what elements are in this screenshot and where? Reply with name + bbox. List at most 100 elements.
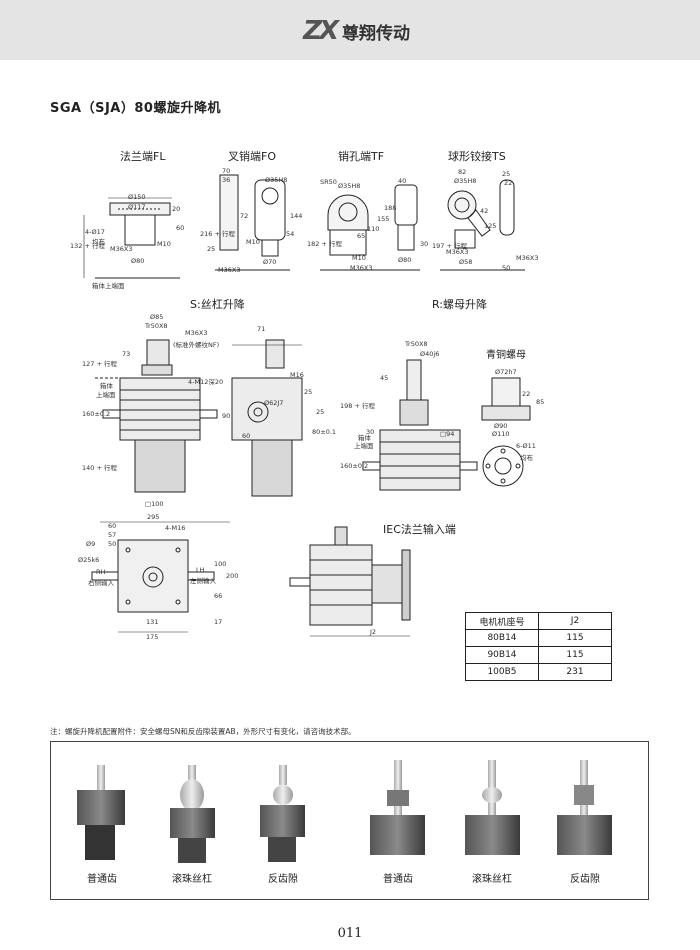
- dim-label: 50: [108, 540, 117, 548]
- dim-label: 100: [214, 560, 227, 568]
- dim-label: M10: [157, 240, 171, 248]
- drawing-ball-joint: [440, 179, 525, 271]
- dim-label: 70: [222, 167, 231, 175]
- dim-label: (标准外螺纹NF): [173, 341, 220, 349]
- dim-label: Ø62J7: [264, 399, 284, 407]
- label-fork-end: 叉销端FO: [228, 150, 276, 163]
- dim-label: LH: [196, 566, 205, 574]
- photo-caption: 滚珠丝杠: [172, 874, 212, 885]
- dim-label: Ø58: [459, 258, 473, 266]
- dim-label: 90: [222, 412, 231, 420]
- dim-label: Ø25k6: [78, 556, 100, 564]
- label-pin-hole-end: 销孔端TF: [338, 150, 385, 163]
- dim-label: 160±0.2: [340, 462, 369, 470]
- brand-name: 尊翔传动: [342, 23, 410, 44]
- accessory-note: 注：螺旋升降机配置附件：安全螺母SN和反齿隙装置AB，外形尺寸有变化，请咨询技术…: [50, 727, 356, 736]
- dim-label: 6-Ø11: [516, 442, 536, 450]
- dim-label: M36X3: [110, 245, 133, 253]
- dim-label: Tr50X8: [145, 322, 168, 330]
- dim-label: 188: [384, 204, 397, 212]
- dim-label: 175: [146, 633, 159, 641]
- dim-label: 25: [316, 408, 325, 416]
- dim-label: Ø110: [492, 430, 510, 438]
- label-ball-joint: 球形铰接TS: [448, 150, 506, 163]
- dim-label: 17: [214, 618, 223, 626]
- drawing-flange-end: [83, 197, 180, 279]
- dim-label: 36: [222, 176, 231, 184]
- drawing-bronze-nut: [481, 377, 531, 487]
- dim-label: Ø80: [398, 256, 412, 264]
- dim-label: 50: [502, 264, 511, 272]
- page-title: SGA（SJA）80螺旋升降机: [50, 101, 221, 116]
- dim-label: 72: [240, 212, 249, 220]
- dim-label: 箱体: [100, 382, 113, 390]
- dim-label: 25: [502, 170, 511, 178]
- dim-label: Tr50X8: [405, 340, 428, 348]
- dim-label: 4-M16: [165, 524, 186, 532]
- dim-label: 4-M12深20: [188, 378, 224, 386]
- dim-label: 25: [207, 245, 216, 253]
- photo-ball-screw: [170, 765, 215, 863]
- dim-label: 20: [172, 205, 181, 213]
- page-header: ZX 尊翔传动: [0, 0, 700, 60]
- label-nut-lift: R:螺母升降: [432, 298, 488, 311]
- dim-label: M36X3: [218, 266, 241, 274]
- drawing-pin-hole-end: [320, 184, 420, 271]
- dim-label: □94: [440, 430, 455, 438]
- drawing-nut-lift: [362, 359, 478, 491]
- dim-label: 160±0.2: [82, 410, 111, 418]
- dim-label: 箱体上端面: [92, 282, 125, 290]
- dim-label: 57: [108, 531, 117, 539]
- dim-label: 右侧输入: [88, 579, 114, 587]
- dim-label: M36X3: [350, 264, 373, 272]
- dim-label: 140 + 行程: [82, 464, 117, 472]
- dim-label: M36X3: [516, 254, 539, 262]
- dim-label: 60: [108, 522, 117, 530]
- dim-label: M36X3: [446, 248, 469, 256]
- dim-label: 82: [458, 168, 467, 176]
- dim-label: 60: [242, 432, 251, 440]
- dim-label: 216 + 行程: [200, 230, 235, 238]
- table-row: 90B14 115: [465, 646, 612, 664]
- dim-label: 40: [398, 177, 407, 185]
- dim-label: 22: [522, 390, 531, 398]
- dim-label: 198 + 行程: [340, 402, 375, 410]
- dim-label: Ø72h7: [495, 368, 517, 376]
- drawing-bottom-view: [91, 521, 230, 633]
- dim-label: Ø35H8: [338, 182, 361, 190]
- dim-label: 66: [214, 592, 223, 600]
- dim-label: 295: [147, 513, 160, 521]
- dim-label: 54: [286, 230, 295, 238]
- photo-standard-nut: [370, 760, 425, 855]
- dim-label: 30: [420, 240, 429, 248]
- label-bronze-nut: 青铜螺母: [486, 350, 526, 361]
- dim-label: 箱体: [358, 434, 371, 442]
- dim-label: 85: [536, 398, 545, 406]
- dim-label: 均布: [92, 238, 105, 246]
- dim-label: 22: [504, 179, 513, 187]
- dim-label: 25: [304, 388, 313, 396]
- dim-label: Ø150: [128, 193, 146, 201]
- dim-label: M10: [246, 238, 260, 246]
- dim-label: Ø70: [263, 258, 277, 266]
- dim-label: Ø117: [128, 203, 146, 211]
- dim-label: 127 + 行程: [82, 360, 117, 368]
- dim-label: Ø40j6: [420, 350, 440, 358]
- dim-label: M10: [352, 254, 366, 262]
- dim-label: RH: [96, 568, 106, 576]
- dim-label: 80±0.1: [312, 428, 337, 436]
- dim-label: M36X3: [185, 329, 208, 337]
- table-row: 100B5 231: [465, 663, 612, 681]
- photo-caption: 反齿隙: [570, 874, 600, 885]
- dim-label: □100: [145, 500, 164, 508]
- dim-label: 65: [357, 232, 366, 240]
- dim-label: 73: [122, 350, 131, 358]
- dim-label: 125: [484, 222, 497, 230]
- dim-label: Ø35H8: [454, 177, 477, 185]
- dim-label: 4-Ø17: [85, 228, 105, 236]
- drawing-screw-lift-front: [95, 339, 218, 493]
- dim-label: 131: [146, 618, 159, 626]
- drawing-fork-end: [215, 174, 290, 271]
